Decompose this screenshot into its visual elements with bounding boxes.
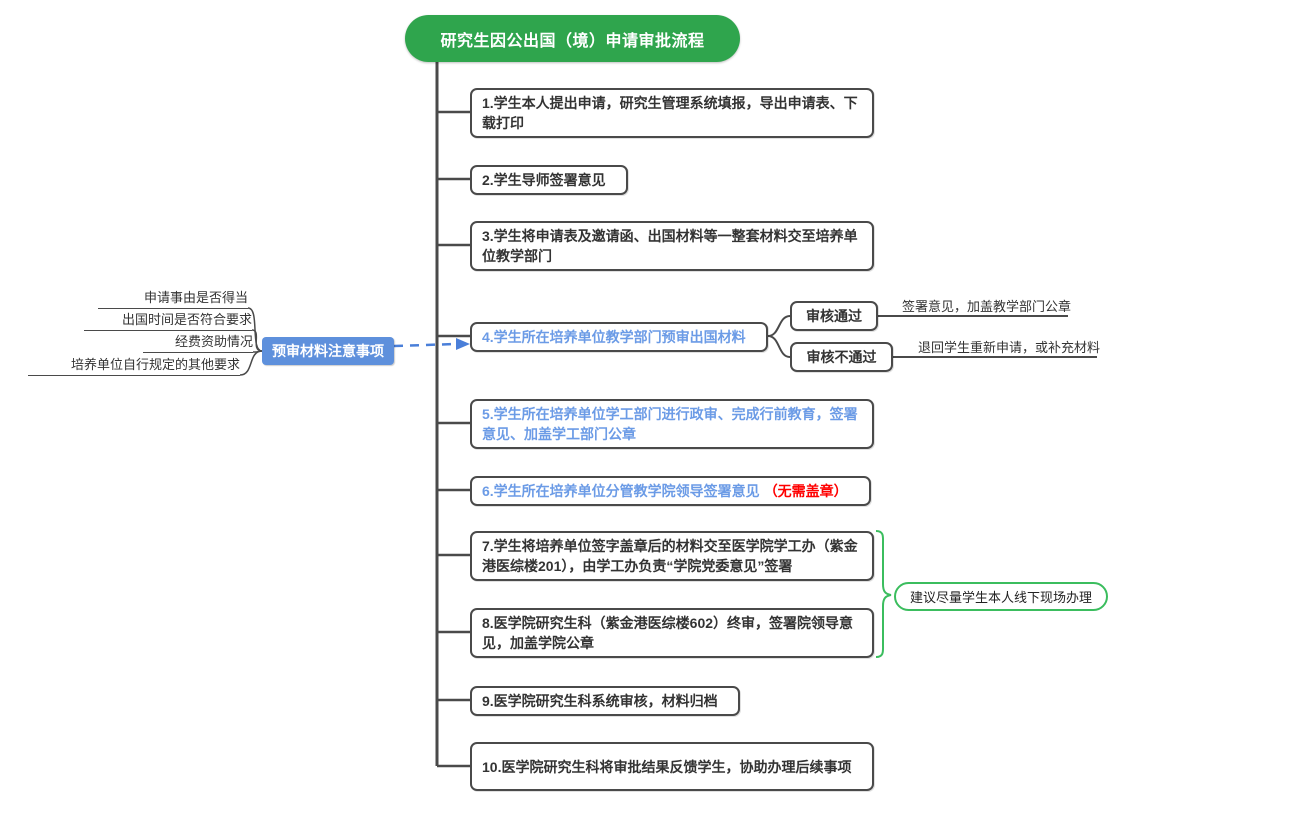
step-text-4: 4.学生所在培养单位教学部门预审出国材料 (482, 329, 746, 345)
fail-outcome-label: 退回学生重新申请，或补充材料 (918, 340, 1101, 355)
root-topic: 研究生因公出国（境）申请审批流程 (405, 15, 740, 62)
step-node-4: 4.学生所在培养单位教学部门预审出国材料 (470, 322, 768, 352)
step-text-8: 8.医学院研究生科（紫金港医综楼602）终审，签署院领导意见，加盖学院公章 (482, 615, 854, 651)
precheck-item-1: 申请事由是否得当 (98, 288, 248, 309)
step-node-8: 8.医学院研究生科（紫金港医综楼602）终审，签署院领导意见，加盖学院公章 (470, 608, 874, 658)
step-text-9: 9.医学院研究生科系统审核，材料归档 (482, 693, 718, 709)
step-node-5: 5.学生所在培养单位学工部门进行政审、完成行前教育，签署意见、加盖学工部门公章 (470, 399, 874, 449)
step-text-3: 3.学生将申请表及邀请函、出国材料等一整套材料交至培养单位教学部门 (482, 228, 858, 264)
step-text-6: 6.学生所在培养单位分管教学院领导签署意见 (482, 483, 760, 499)
step-node-6: 6.学生所在培养单位分管教学院领导签署意见 （无需盖章） (470, 476, 871, 506)
step-text-2: 2.学生导师签署意见 (482, 172, 606, 188)
step-text-1: 1.学生本人提出申请，研究生管理系统填报，导出申请表、下载打印 (482, 95, 858, 131)
step-node-7: 7.学生将培养单位签字盖章后的材料交至医学院学工办（紫金港医综楼201），由学工… (470, 531, 874, 581)
review-pass-label: 审核通过 (806, 308, 862, 324)
precheck-note-node: 预审材料注意事项 (262, 337, 394, 365)
review-pass-node: 审核通过 (790, 301, 878, 331)
step-node-9: 9.医学院研究生科系统审核，材料归档 (470, 686, 740, 716)
step-text-10: 10.医学院研究生科将审批结果反馈学生，协助办理后续事项 (482, 758, 852, 775)
precheck-item-2: 出国时间是否符合要求 (84, 310, 252, 331)
step-node-3: 3.学生将申请表及邀请函、出国材料等一整套材料交至培养单位教学部门 (470, 221, 874, 271)
review-fail-label: 审核不通过 (806, 349, 877, 365)
step-node-10: 10.医学院研究生科将审批结果反馈学生，协助办理后续事项 (470, 742, 874, 791)
step-text-5: 5.学生所在培养单位学工部门进行政审、完成行前教育，签署意见、加盖学工部门公章 (482, 406, 858, 442)
bracket-brace (875, 530, 892, 658)
annotation-label: 建议尽量学生本人线下现场办理 (910, 590, 1093, 605)
annotation-pill: 建议尽量学生本人线下现场办理 (894, 582, 1109, 611)
step-text-6-warning: （无需盖章） (763, 483, 848, 499)
precheck-note-label: 预审材料注意事项 (272, 343, 384, 359)
pass-outcome-label: 签署意见，加盖教学部门公章 (902, 299, 1072, 314)
precheck-item-4: 培养单位自行规定的其他要求 (28, 355, 240, 376)
step-text-7: 7.学生将培养单位签字盖章后的材料交至医学院学工办（紫金港医综楼201），由学工… (482, 538, 858, 574)
step-stubs (437, 110, 470, 768)
review-fail-node: 审核不通过 (790, 342, 893, 372)
step-node-1: 1.学生本人提出申请，研究生管理系统填报，导出申请表、下载打印 (470, 88, 874, 138)
step-node-2: 2.学生导师签署意见 (470, 165, 628, 195)
root-topic-label: 研究生因公出国（境）申请审批流程 (440, 32, 705, 50)
dashed-arrow (393, 338, 470, 350)
precheck-item-3: 经费资助情况 (143, 332, 253, 353)
